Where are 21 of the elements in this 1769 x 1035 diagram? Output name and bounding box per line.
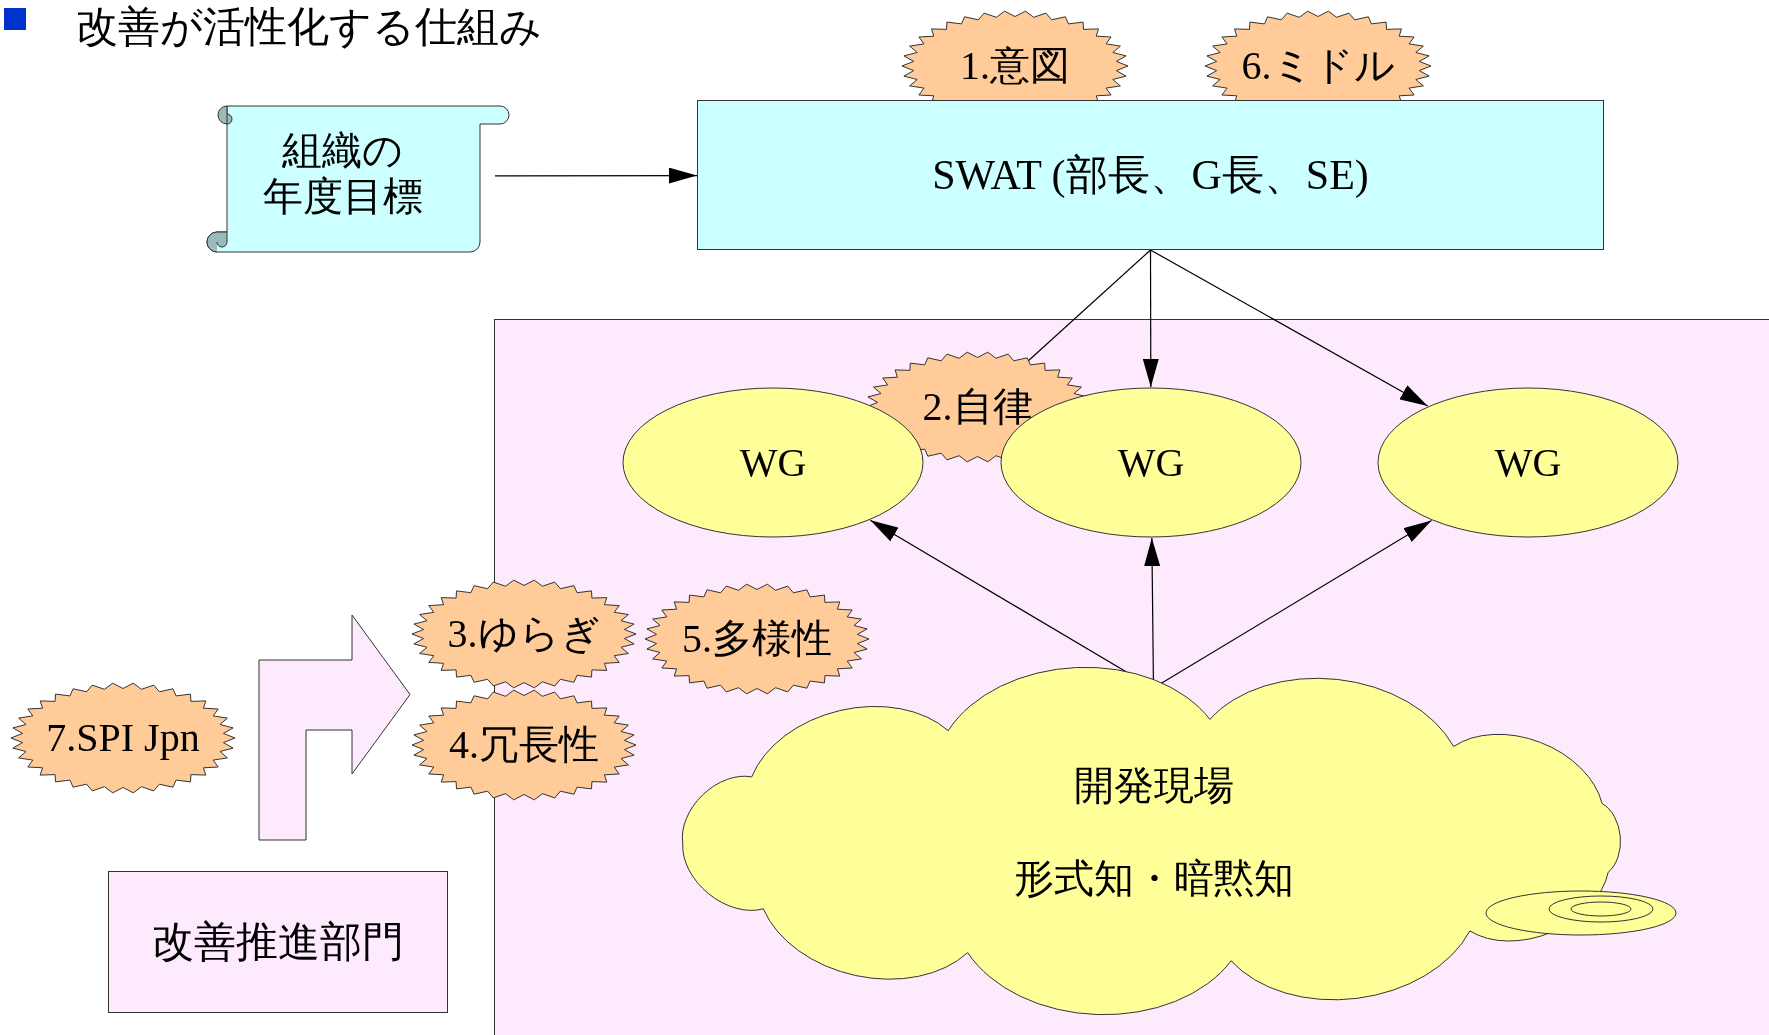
burst-label: 2.自律 — [921, 384, 1034, 430]
arrow — [1142, 249, 1159, 388]
connector-line — [1026, 249, 1152, 363]
burst-label: 5.多様性 — [681, 616, 833, 662]
burst-label: 4.冗長性 — [448, 722, 600, 768]
group-label: WG — [1116, 439, 1186, 486]
burst-label: 6.ミドル — [1240, 43, 1396, 89]
scroll-label: 組織の年度目標 — [261, 128, 424, 220]
group-label: WG — [738, 439, 808, 486]
bent-block-arrow — [258, 614, 411, 841]
burst-label: 7.SPI Jpn — [45, 715, 201, 761]
cloud-label: 形式知・暗黙知 — [1012, 856, 1295, 902]
box-label: 改善推進部門 — [151, 917, 405, 967]
slide-title: 改善が活性化する仕組み — [76, 4, 542, 51]
arrow — [1149, 249, 1429, 407]
arrow — [494, 167, 698, 184]
group-label: WG — [1493, 439, 1563, 486]
cloud-label: 開発現場 — [1072, 763, 1235, 809]
box-label: SWAT (部長、G長、SE) — [931, 150, 1370, 200]
burst-label: 1.意図 — [959, 43, 1071, 89]
burst-label: 3.ゆらぎ — [446, 611, 602, 657]
